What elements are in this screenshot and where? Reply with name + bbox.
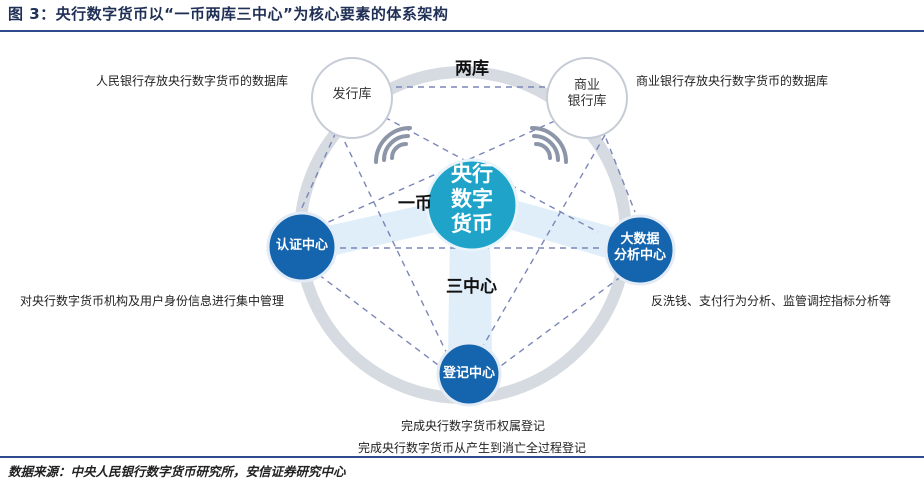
auth-center-text: 认证中心	[275, 238, 328, 253]
commercial-vault-text: 商业 银行库	[567, 78, 607, 110]
two-vaults-label: 两库	[455, 59, 489, 79]
issuance-vault-circle	[311, 57, 393, 139]
commercial-vault-circle	[546, 57, 628, 139]
data-source: 数据来源：中央人民银行数字货币研究所，安信证券研究中心	[8, 464, 346, 479]
issuance-vault-text: 发行库	[332, 87, 372, 102]
auth-center-circle	[266, 211, 338, 283]
commercial-vault-desc: 商业银行存放央行数字货币的数据库	[636, 74, 829, 88]
one-coin-label: 一币	[398, 194, 432, 214]
bigdata-center-circle	[604, 214, 676, 286]
issuance-vault-desc: 人民银行存放央行数字货币的数据库	[96, 74, 289, 88]
title-rule	[0, 30, 924, 32]
registry-center-desc-2: 完成央行数字货币从产生到消亡全过程登记	[358, 441, 587, 455]
three-centers-label: 三中心	[446, 277, 497, 297]
auth-center-desc: 对央行数字货币机构及用户身份信息进行集中管理	[20, 294, 285, 308]
signal-icon-right	[530, 126, 568, 164]
figure-title: 图 3：央行数字货币以“一币两库三中心”为核心要素的体系架构	[8, 5, 449, 23]
registry-center-circle	[436, 341, 502, 407]
registry-center-text: 登记中心	[442, 366, 495, 381]
registry-center-desc-1: 完成央行数字货币权属登记	[401, 419, 546, 433]
center-coin-text: 央行 数字 货币	[451, 162, 493, 237]
signal-icon-left	[374, 126, 412, 164]
source-rule	[0, 456, 924, 458]
beam-registry	[448, 235, 492, 355]
center-coin-circle	[425, 158, 519, 252]
bigdata-center-text: 大数据 分析中心	[613, 232, 666, 264]
bigdata-center-desc: 反洗钱、支付行为分析、监管调控指标分析等	[651, 294, 892, 308]
